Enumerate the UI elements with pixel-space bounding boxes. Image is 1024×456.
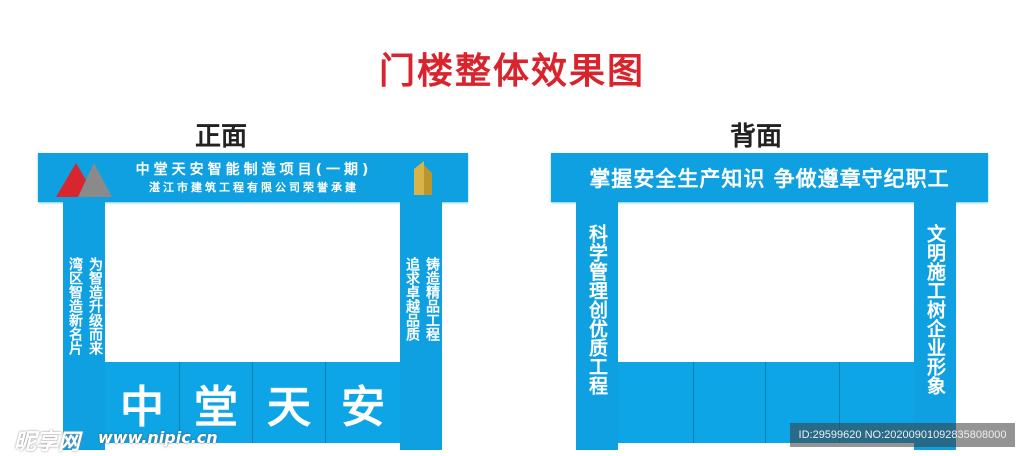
back-panel [694,362,766,443]
front-panel: 天 [253,362,326,443]
building-logo [414,161,432,195]
front-panel: 安 [326,362,400,443]
page-title: 门楼整体效果图 [378,51,645,92]
front-right-text-1: 铸造精品工程 [424,257,440,341]
front-panel: 堂 [180,362,253,443]
company-logo [56,163,112,197]
back-right-column: 文明施工树企业形象 [914,202,956,450]
front-header: 中堂天安智能制造项目(一期) 湛江市建筑工程有限公司荣誉承建 [38,153,468,202]
front-header-line1: 中堂天安智能制造项目(一期) [135,162,373,178]
front-right-column: 铸造精品工程 追求卓越品质 [400,202,442,450]
back-panel [618,362,694,443]
front-left-column: 为智造升级而来 湾区智造新名片 [63,202,105,450]
front-label: 正面 [195,122,248,152]
back-left-text: 科学管理创优质工程 [586,224,608,395]
back-label: 背面 [730,122,783,152]
back-left-column: 科学管理创优质工程 [576,202,618,450]
front-panel: 中 [105,362,180,443]
front-left-text-1: 为智造升级而来 [87,257,103,355]
back-right-text: 文明施工树企业形象 [924,224,946,395]
front-right-text-0: 追求卓越品质 [404,257,420,341]
back-header: 掌握安全生产知识 争做遵章守纪职工 [551,153,988,202]
front-panels: 中 堂 天 安 [105,362,400,443]
watermark-logo: 昵享网 [14,430,81,455]
watermark-id: ID:29599620 NO:20200901092835808000 [790,423,1015,447]
front-header-line2: 湛江市建筑工程有限公司荣誉承建 [149,181,359,194]
front-left-text-0: 湾区智造新名片 [67,257,83,355]
watermark-site: www.nipic.cn [98,428,218,447]
